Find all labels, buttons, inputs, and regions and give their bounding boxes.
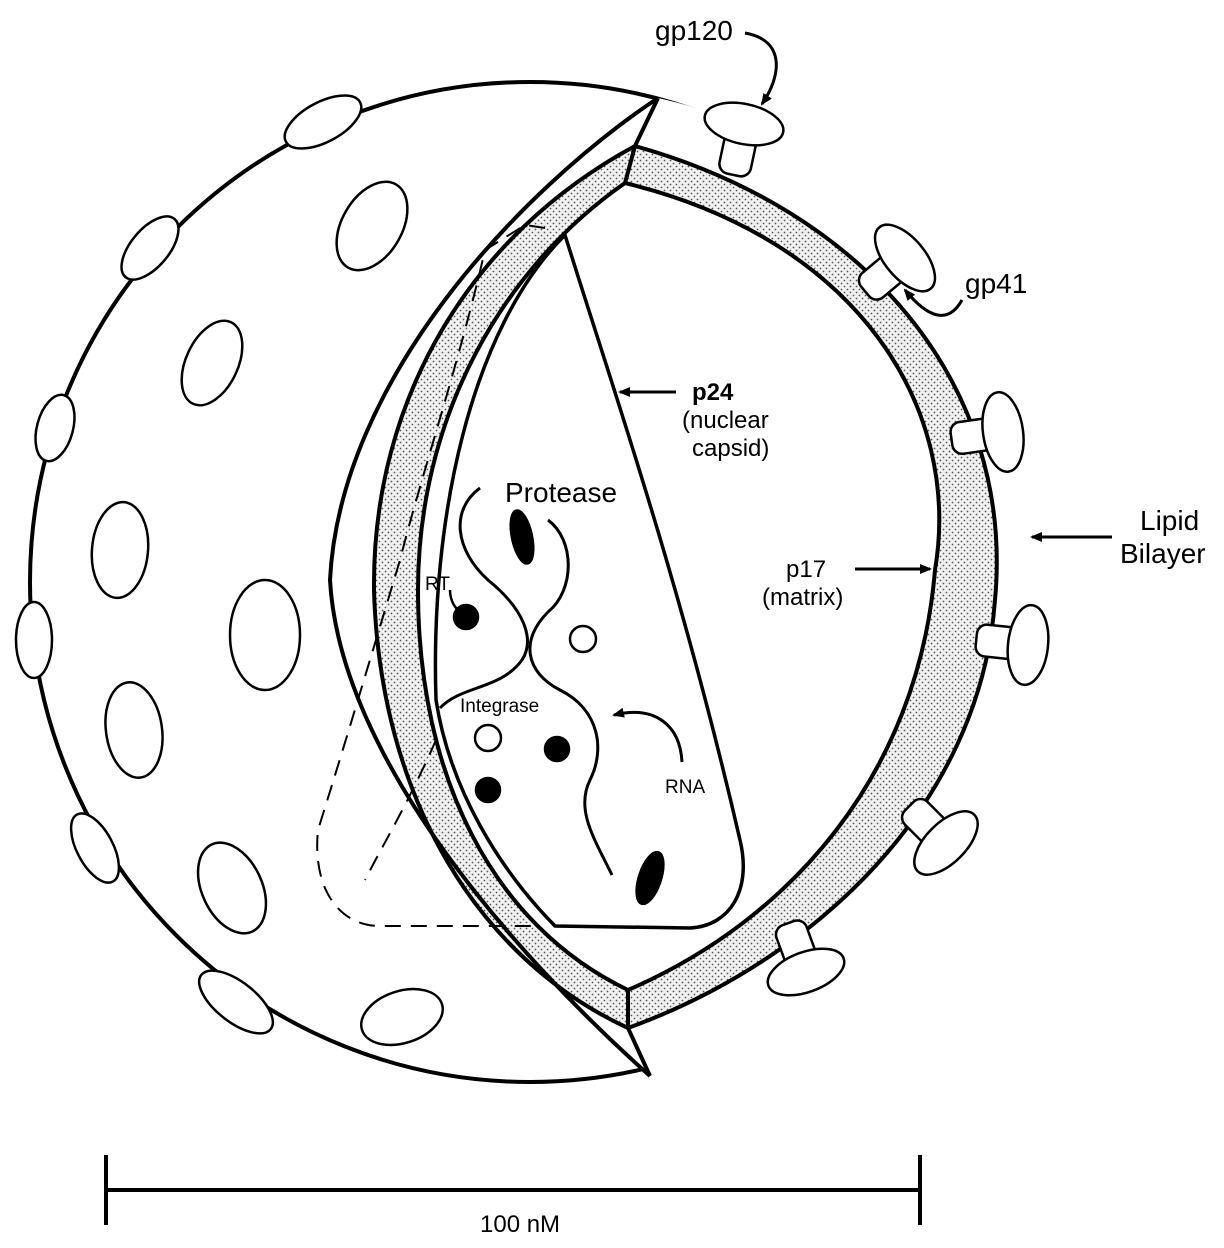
envelope-spike <box>949 391 1025 473</box>
surface-knob <box>104 681 164 779</box>
gp120-label: gp120 <box>655 15 733 46</box>
surface-knobs <box>14 94 444 1047</box>
surface-knob <box>90 500 150 600</box>
rna-label: RNA <box>665 777 705 798</box>
surface-knob <box>180 319 244 407</box>
envelope-spikes <box>703 101 1050 997</box>
integrase-enzyme <box>568 624 598 654</box>
surface-knob <box>197 969 275 1035</box>
scale-bar-label: 100 nM <box>480 1211 560 1238</box>
p17-label-line1: (matrix) <box>762 584 843 611</box>
lipid-bilayer-label-line2: Bilayer <box>1120 538 1206 569</box>
rna-arrow <box>612 707 684 763</box>
rna-strand <box>438 486 529 710</box>
surface-knob <box>34 393 76 463</box>
p24-label: p24 <box>692 379 734 406</box>
surface-knob <box>360 987 444 1047</box>
surface-knob <box>120 215 180 281</box>
surface-knob <box>69 812 121 884</box>
integrase-enzyme <box>473 723 503 753</box>
envelope-spike <box>974 603 1050 687</box>
p24-label-line2: capsid) <box>692 435 769 462</box>
surface-knob <box>283 94 363 150</box>
surface-knob <box>14 600 54 680</box>
gp120-arrow <box>744 31 778 106</box>
bilayer-cut-edge-top <box>623 97 660 184</box>
lipid-bilayer-label-line1: Lipid <box>1140 505 1199 536</box>
capsid-hidden-outline-inner <box>364 739 437 881</box>
surface-knob <box>228 578 302 692</box>
rt-leader <box>448 589 463 614</box>
protease-enzyme <box>635 850 665 906</box>
p17-label: p17 <box>786 556 826 583</box>
protease-label: Protease <box>505 477 617 508</box>
capsid-hidden-outline <box>316 223 546 927</box>
callout-arrows <box>448 31 1112 763</box>
rna-strand <box>528 518 614 876</box>
enzymes <box>452 509 665 906</box>
scale-bar <box>104 1155 922 1225</box>
gp41-label: gp41 <box>965 268 1027 299</box>
integrase-label: Integrase <box>460 696 539 717</box>
rt-label: RT <box>425 574 450 595</box>
p24-label-line1: (nuclear <box>682 407 769 434</box>
envelope-spike <box>766 919 846 997</box>
bilayer-cut-edge-left <box>327 96 660 1078</box>
envelope-spike <box>703 101 785 178</box>
bilayer-cut-edge-bottom <box>626 990 652 1077</box>
surface-knob <box>196 841 268 935</box>
envelope-spike <box>900 797 979 876</box>
gp41-arrow <box>903 288 964 317</box>
reverse-transcriptase-enzyme <box>543 735 571 763</box>
envelope-spike <box>857 223 937 301</box>
capsid-core <box>433 231 745 930</box>
protease-enzyme <box>509 509 535 565</box>
surface-knob <box>335 180 409 272</box>
reverse-transcriptase-enzyme <box>474 776 502 804</box>
matrix-layer <box>371 143 999 1031</box>
